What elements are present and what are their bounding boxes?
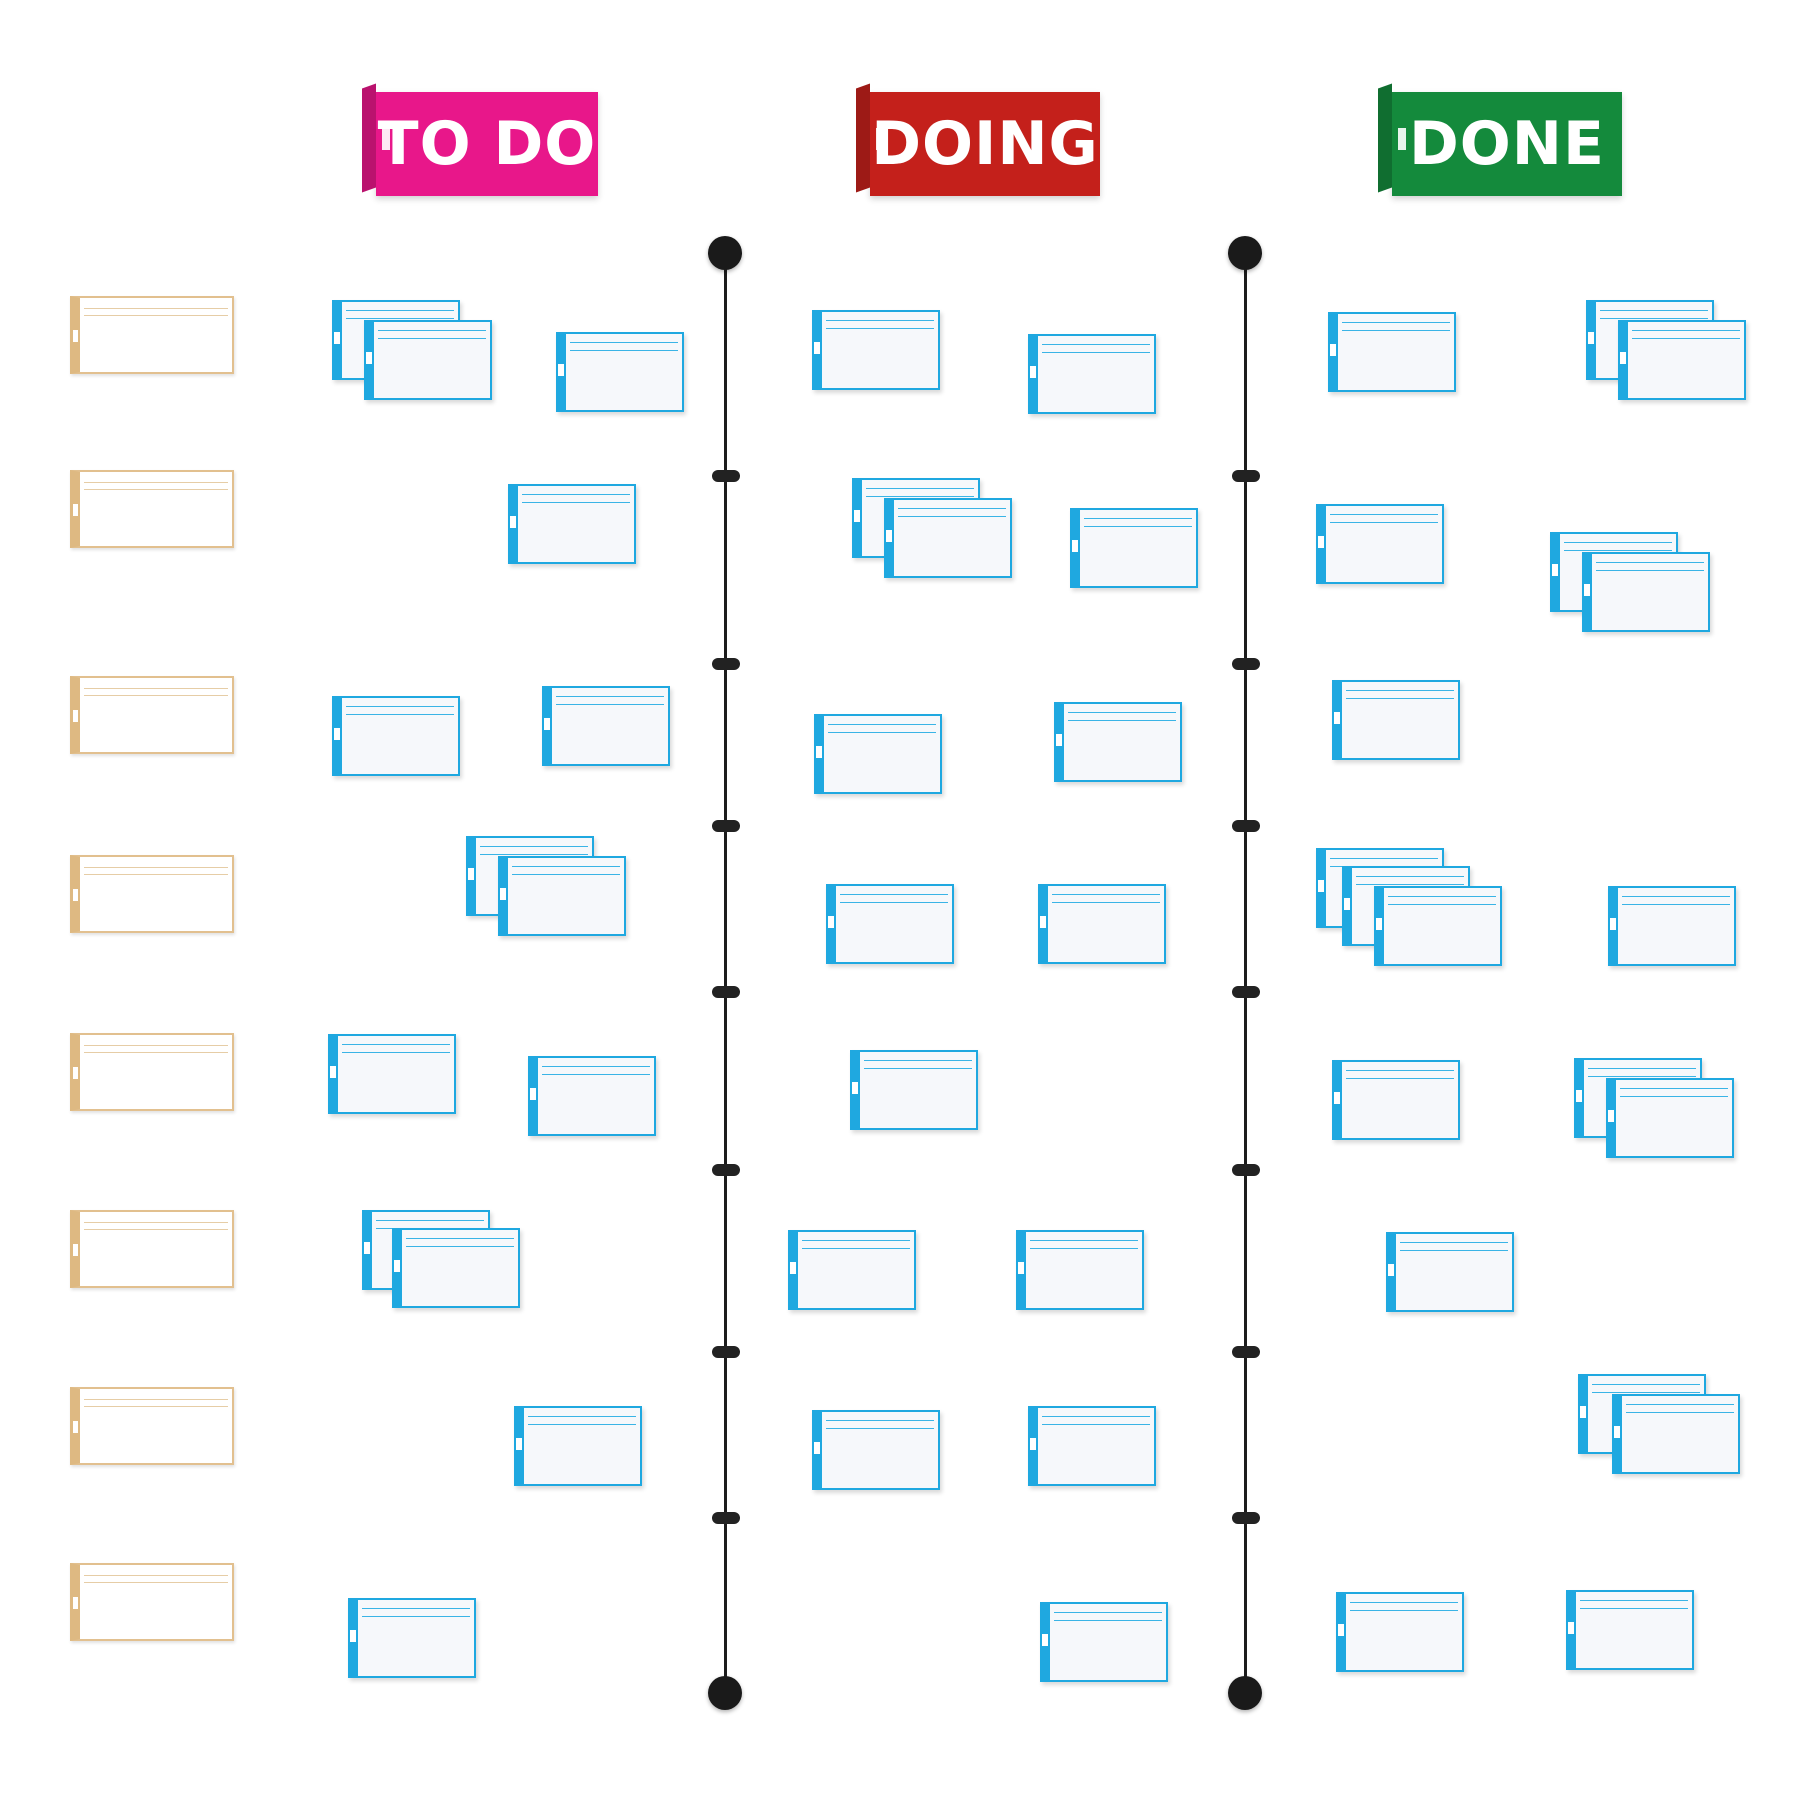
suction-anchor-icon: [1228, 236, 1262, 270]
cord-clip: [1232, 820, 1260, 832]
task-card[interactable]: [812, 310, 940, 390]
task-card[interactable]: [1028, 1406, 1156, 1486]
divider-cord: [1244, 254, 1247, 1692]
task-card[interactable]: [1612, 1394, 1740, 1474]
suction-anchor-icon: [708, 1676, 742, 1710]
doing-header-label: DOING: [871, 109, 1099, 179]
row-label-card[interactable]: [70, 1563, 234, 1641]
cord-clip: [1232, 986, 1260, 998]
task-card[interactable]: [1040, 1602, 1168, 1682]
cord-clip: [1232, 1164, 1260, 1176]
header-fold: [856, 83, 870, 193]
task-card[interactable]: [1566, 1590, 1694, 1670]
divider-cord: [724, 254, 727, 1692]
task-card[interactable]: [812, 1410, 940, 1490]
cord-clip: [1232, 1346, 1260, 1358]
row-label-card[interactable]: [70, 296, 234, 374]
suction-anchor-icon: [1228, 1676, 1262, 1710]
cord-clip: [712, 1164, 740, 1176]
brand-logo-icon: [1398, 128, 1406, 150]
task-card[interactable]: [364, 320, 492, 400]
task-card[interactable]: [1038, 884, 1166, 964]
task-card[interactable]: [1016, 1230, 1144, 1310]
task-card[interactable]: [826, 884, 954, 964]
cord-clip: [712, 1346, 740, 1358]
done-header-label: DONE: [1408, 109, 1605, 179]
task-card[interactable]: [1582, 552, 1710, 632]
cord-clip: [1232, 470, 1260, 482]
row-label-card[interactable]: [70, 1033, 234, 1111]
task-card[interactable]: [1606, 1078, 1734, 1158]
column-divider-cord: [1216, 236, 1276, 1710]
row-label-card[interactable]: [70, 1210, 234, 1288]
task-card[interactable]: [328, 1034, 456, 1114]
row-label-card[interactable]: [70, 1387, 234, 1465]
task-card[interactable]: [332, 696, 460, 776]
task-card[interactable]: [788, 1230, 916, 1310]
task-card[interactable]: [1374, 886, 1502, 966]
task-card[interactable]: [392, 1228, 520, 1308]
task-card[interactable]: [1316, 504, 1444, 584]
cord-clip: [712, 820, 740, 832]
task-card[interactable]: [556, 332, 684, 412]
brand-logo-icon: [876, 128, 884, 150]
row-label-card[interactable]: [70, 855, 234, 933]
done-column-header: DONE: [1378, 83, 1622, 196]
cord-clip: [712, 1512, 740, 1524]
task-card[interactable]: [1332, 680, 1460, 760]
task-card[interactable]: [1386, 1232, 1514, 1312]
task-card[interactable]: [1328, 312, 1456, 392]
task-card[interactable]: [1028, 334, 1156, 414]
task-card[interactable]: [884, 498, 1012, 578]
task-card[interactable]: [542, 686, 670, 766]
cord-clip: [1232, 658, 1260, 670]
suction-anchor-icon: [708, 236, 742, 270]
task-card[interactable]: [814, 714, 942, 794]
header-fold: [362, 83, 376, 193]
cord-clip: [712, 658, 740, 670]
doing-column-header: DOING: [856, 83, 1100, 196]
task-card[interactable]: [1608, 886, 1736, 966]
task-card[interactable]: [1618, 320, 1746, 400]
cord-clip: [712, 986, 740, 998]
todo-header-label: TO DO: [377, 109, 597, 179]
task-card[interactable]: [348, 1598, 476, 1678]
row-label-card[interactable]: [70, 470, 234, 548]
task-card[interactable]: [1070, 508, 1198, 588]
task-card[interactable]: [508, 484, 636, 564]
task-card[interactable]: [1054, 702, 1182, 782]
cord-clip: [712, 470, 740, 482]
task-card[interactable]: [528, 1056, 656, 1136]
task-card[interactable]: [498, 856, 626, 936]
task-card[interactable]: [514, 1406, 642, 1486]
header-fold: [1378, 83, 1392, 193]
row-label-card[interactable]: [70, 676, 234, 754]
column-divider-cord: [696, 236, 756, 1710]
task-card[interactable]: [1336, 1592, 1464, 1672]
cord-clip: [1232, 1512, 1260, 1524]
brand-logo-icon: [382, 128, 390, 150]
todo-column-header: TO DO: [362, 83, 598, 196]
task-card[interactable]: [1332, 1060, 1460, 1140]
task-card[interactable]: [850, 1050, 978, 1130]
